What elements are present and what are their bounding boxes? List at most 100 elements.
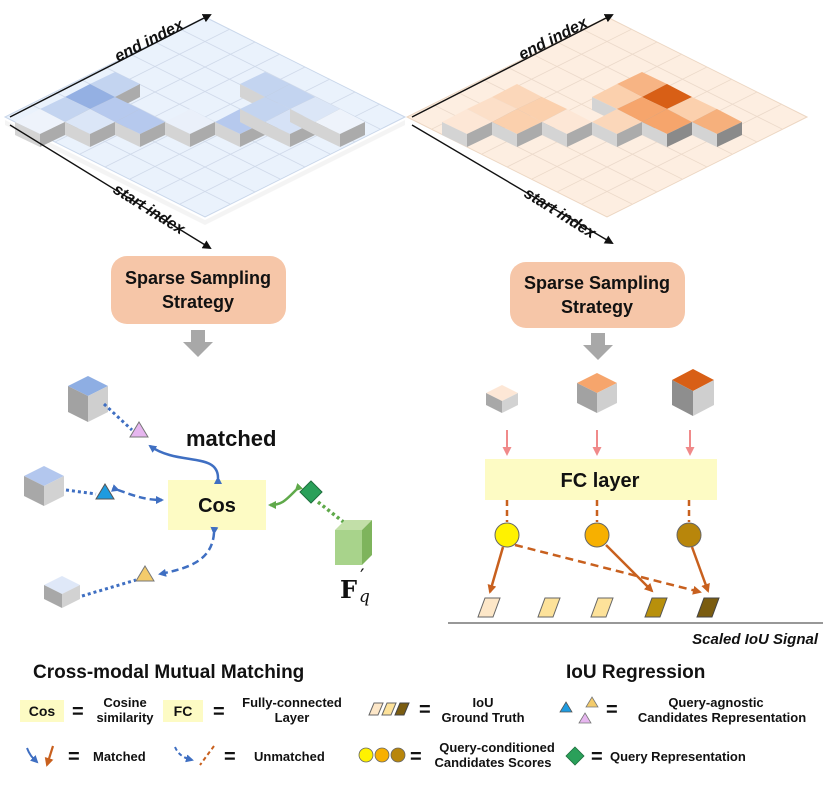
dotted-link [81, 578, 137, 598]
legend-unmatched-orange-icon [199, 745, 215, 766]
legend-fc-desc-2: Layer [275, 710, 310, 725]
legend-query-agnostic: = Query-agnostic Candidates Representati… [559, 695, 806, 725]
legend-iou-bar [368, 702, 384, 716]
right-map-cells [442, 72, 742, 147]
score-circle [494, 522, 520, 548]
legend-score-circle-icon [358, 747, 374, 763]
legend-eq: = [224, 746, 236, 768]
legend-cos-desc-2: similarity [96, 710, 154, 725]
legend-iou: = IoU Ground Truth [368, 695, 525, 725]
left-map-cells [15, 72, 365, 147]
legend-cos: Cos = Cosine similarity [20, 695, 154, 725]
iou-bar [477, 597, 501, 618]
regression-unmatched-arrow [514, 543, 702, 595]
left-down-arrow [183, 330, 213, 357]
query-matched-arrow [268, 482, 304, 509]
legend-qc-2: Candidates Scores [434, 755, 551, 770]
right-strategy-box: Sparse Sampling Strategy [510, 262, 685, 328]
legend-eq: = [410, 746, 422, 768]
legend-diamond-icon [565, 746, 585, 766]
right-cell [592, 109, 642, 147]
legend-iou-bar [381, 702, 397, 716]
query-feature-subscript: q [359, 587, 370, 607]
matched-arrow [148, 444, 223, 485]
dotted-link [102, 402, 134, 432]
regression-matched-arrow [605, 544, 654, 593]
left-strategy-line1: Sparse Sampling [125, 268, 271, 288]
left-cell [115, 109, 165, 147]
iou-bar [696, 597, 720, 618]
left-candidate-cube-3 [44, 576, 80, 608]
fc-layer-label: FC layer [561, 470, 640, 492]
legend-qa-1: Query-agnostic [668, 695, 763, 710]
right-down-arrow [583, 333, 613, 360]
legend-query-representation: = Query Representation [565, 746, 746, 768]
left-strategy-line2: Strategy [162, 292, 234, 312]
query-dotted-link [316, 500, 348, 526]
score-circle [584, 522, 610, 548]
legend-eq: = [213, 701, 225, 723]
right-strategy-line2: Strategy [561, 297, 633, 317]
legend-unmatched: = Unmatched [174, 745, 325, 768]
legend-query-conditioned: = Query-conditioned Candidates Scores [358, 740, 555, 770]
legend-cos-box-label: Cos [29, 703, 56, 719]
right-cell [542, 109, 592, 147]
fc-layer-box: FC layer [485, 459, 717, 500]
query-feature-label: F [340, 575, 357, 604]
unmatched-arrow [111, 484, 164, 504]
legend-score-circle-icon [390, 747, 406, 763]
unmatched-arrow [158, 526, 219, 577]
iou-bar [590, 597, 614, 618]
legend-qa-2: Candidates Representation [638, 710, 806, 725]
regression-matched-arrow [487, 546, 505, 594]
right-section-title: IoU Regression [566, 662, 705, 683]
legend-score-circle-icon [374, 747, 390, 763]
score-circle [676, 522, 702, 548]
legend-qc-1: Query-conditioned [439, 740, 555, 755]
iou-bar [644, 597, 668, 618]
legend-cos-desc-1: Cosine [103, 695, 146, 710]
right-end-axis-arrow [411, 14, 614, 118]
legend-eq: = [419, 699, 431, 721]
legend-unmatched-blue-icon [174, 746, 194, 763]
right-candidate-cube-1 [486, 385, 518, 413]
legend-triangle-icon [585, 696, 599, 708]
legend-triangle-icon [559, 701, 573, 713]
legend-unmatched-label: Unmatched [254, 749, 325, 764]
query-feature-prime: ′ [360, 564, 365, 588]
left-start-axis-arrow [9, 124, 212, 250]
legend-matched-label: Matched [93, 749, 146, 764]
candidate-representation-triangle [129, 421, 149, 438]
right-strategy-line1: Sparse Sampling [524, 273, 670, 293]
legend-eq: = [606, 699, 618, 721]
left-cell [15, 109, 65, 147]
left-2d-map: end index start index [3, 14, 407, 250]
candidate-representation-triangle [95, 483, 115, 500]
legend-matched: = Matched [26, 745, 146, 768]
cos-label: Cos [198, 495, 236, 517]
right-candidate-cube-2 [577, 373, 617, 413]
dotted-link [65, 488, 97, 496]
left-candidate-cube-1 [68, 376, 108, 422]
matched-label: matched [186, 426, 276, 451]
legend-eq: = [591, 746, 603, 768]
query-representation-diamond [299, 480, 323, 504]
regression-matched-arrow [690, 546, 710, 593]
right-cell [642, 109, 692, 147]
right-cell [492, 109, 542, 147]
cos-box: Cos [168, 480, 266, 530]
scaled-iou-axis-label: Scaled IoU Signal [692, 631, 819, 648]
left-cell [165, 109, 215, 147]
legend-fc-box-label: FC [174, 703, 193, 719]
legend-triangle-icon [578, 712, 592, 724]
legend-query-rep-label: Query Representation [610, 749, 746, 764]
legend-matched-blue-icon [26, 747, 39, 764]
query-feature-cube [335, 520, 372, 565]
left-candidate-cube-2 [24, 466, 64, 506]
left-section-title: Cross-modal Mutual Matching [33, 662, 304, 683]
right-2d-map: end index start index [405, 14, 809, 245]
candidate-representation-triangle [135, 565, 155, 582]
legend-eq: = [72, 701, 84, 723]
legend-fc-desc-1: Fully-connected [242, 695, 342, 710]
